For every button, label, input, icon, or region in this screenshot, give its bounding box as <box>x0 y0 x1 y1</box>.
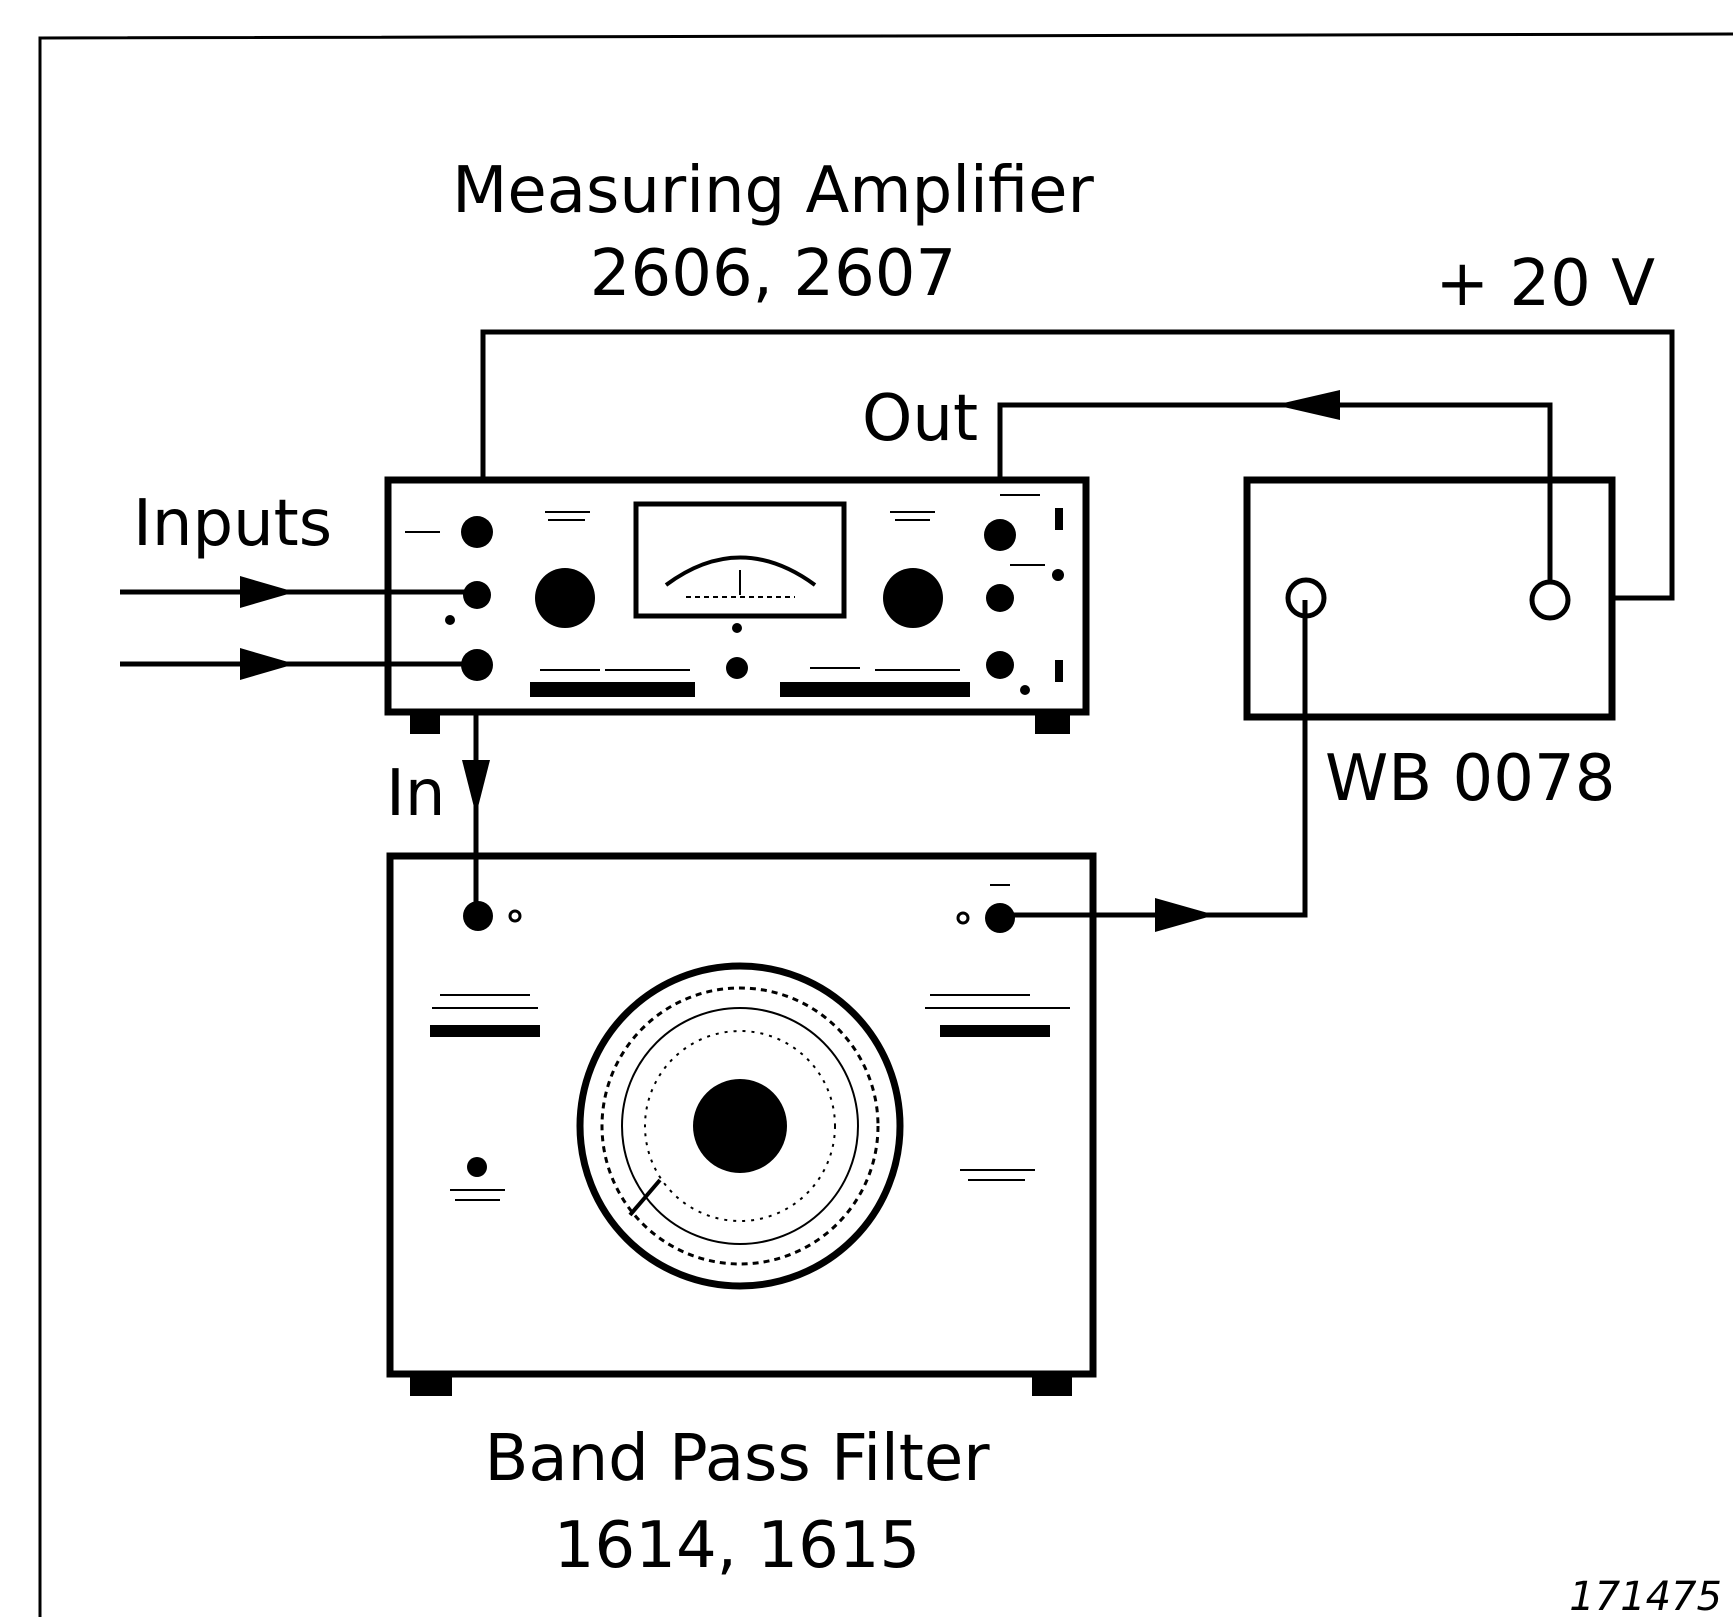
frequency-dial-pointer <box>628 1178 662 1217</box>
filter-output-wire <box>1000 600 1308 918</box>
filter-model: 1614, 1615 <box>554 1509 920 1583</box>
frequency-dial-inner-ring <box>621 1007 859 1245</box>
right-small-knob-3 <box>986 651 1014 679</box>
measuring-amplifier <box>384 476 1090 734</box>
left-large-knob <box>535 568 595 628</box>
filter-panel-markings <box>432 884 1070 1201</box>
filter-output-screw <box>956 911 970 925</box>
figure-number: 171475 <box>1569 1574 1722 1617</box>
input-arrowhead-2 <box>240 648 295 680</box>
filter-output-arrowhead <box>1155 898 1215 932</box>
module-label: WB 0078 <box>1325 742 1615 816</box>
filter-left-label-bar <box>430 1025 540 1037</box>
filter-foot-left <box>410 1374 452 1396</box>
right-indicator-dot-1 <box>1052 569 1064 581</box>
right-small-knob-2 <box>986 584 1014 612</box>
right-small-knob-1 <box>984 519 1016 551</box>
frequency-dial-knob <box>693 1079 787 1173</box>
right-switch-1 <box>1055 508 1063 530</box>
amplifier-title: Measuring Amplifier <box>452 154 1094 228</box>
amplifier-foot-left <box>410 712 440 734</box>
supply-wire <box>480 329 1675 601</box>
out-label: Out <box>862 382 978 456</box>
amplifier-case <box>384 476 1090 716</box>
figure-frame <box>38 32 1733 1617</box>
filter-left-small-knob <box>467 1157 487 1177</box>
left-indicator-dot <box>445 615 455 625</box>
amplifier-foot-right <box>1035 712 1070 734</box>
right-panel-bar <box>780 682 970 697</box>
left-small-knob-2 <box>463 581 491 609</box>
module-output-jack <box>1529 579 1571 621</box>
in-arrowhead <box>462 760 490 815</box>
filter-title: Band Pass Filter <box>484 1422 990 1496</box>
center-small-knob <box>726 657 748 679</box>
right-switch-2 <box>1055 660 1063 682</box>
right-large-knob <box>883 568 943 628</box>
amplifier-model: 2606, 2607 <box>590 237 956 311</box>
filter-foot-right <box>1032 1374 1072 1396</box>
left-small-knob-1 <box>461 516 493 548</box>
wb-0078-module <box>1243 476 1616 721</box>
filter-input-connector <box>463 901 493 931</box>
left-panel-bar <box>530 682 695 697</box>
band-pass-filter <box>386 852 1097 1396</box>
in-label: In <box>386 757 445 831</box>
filter-output-connector <box>985 903 1015 933</box>
filter-right-label-bar <box>940 1025 1050 1037</box>
meter-scale <box>664 555 817 587</box>
frequency-dial-outer <box>576 962 904 1290</box>
inputs-label: Inputs <box>133 487 332 561</box>
input-arrowhead-1 <box>240 576 295 608</box>
frequency-dial-scale-ring <box>600 986 880 1266</box>
frequency-dial-hub-ring <box>644 1030 836 1222</box>
right-indicator-dot-2 <box>1020 685 1030 695</box>
module-input-jack <box>1285 577 1327 619</box>
amplifier-panel-markings <box>405 494 1045 671</box>
filter-input-screw <box>508 909 522 923</box>
meter-zero-dot <box>732 623 742 633</box>
module-case <box>1243 476 1616 721</box>
meter-window <box>633 501 847 619</box>
left-small-knob-3 <box>461 649 493 681</box>
supply-voltage-label: + 20 V <box>1435 247 1655 321</box>
out-arrowhead <box>1275 390 1340 420</box>
filter-case <box>386 852 1097 1378</box>
